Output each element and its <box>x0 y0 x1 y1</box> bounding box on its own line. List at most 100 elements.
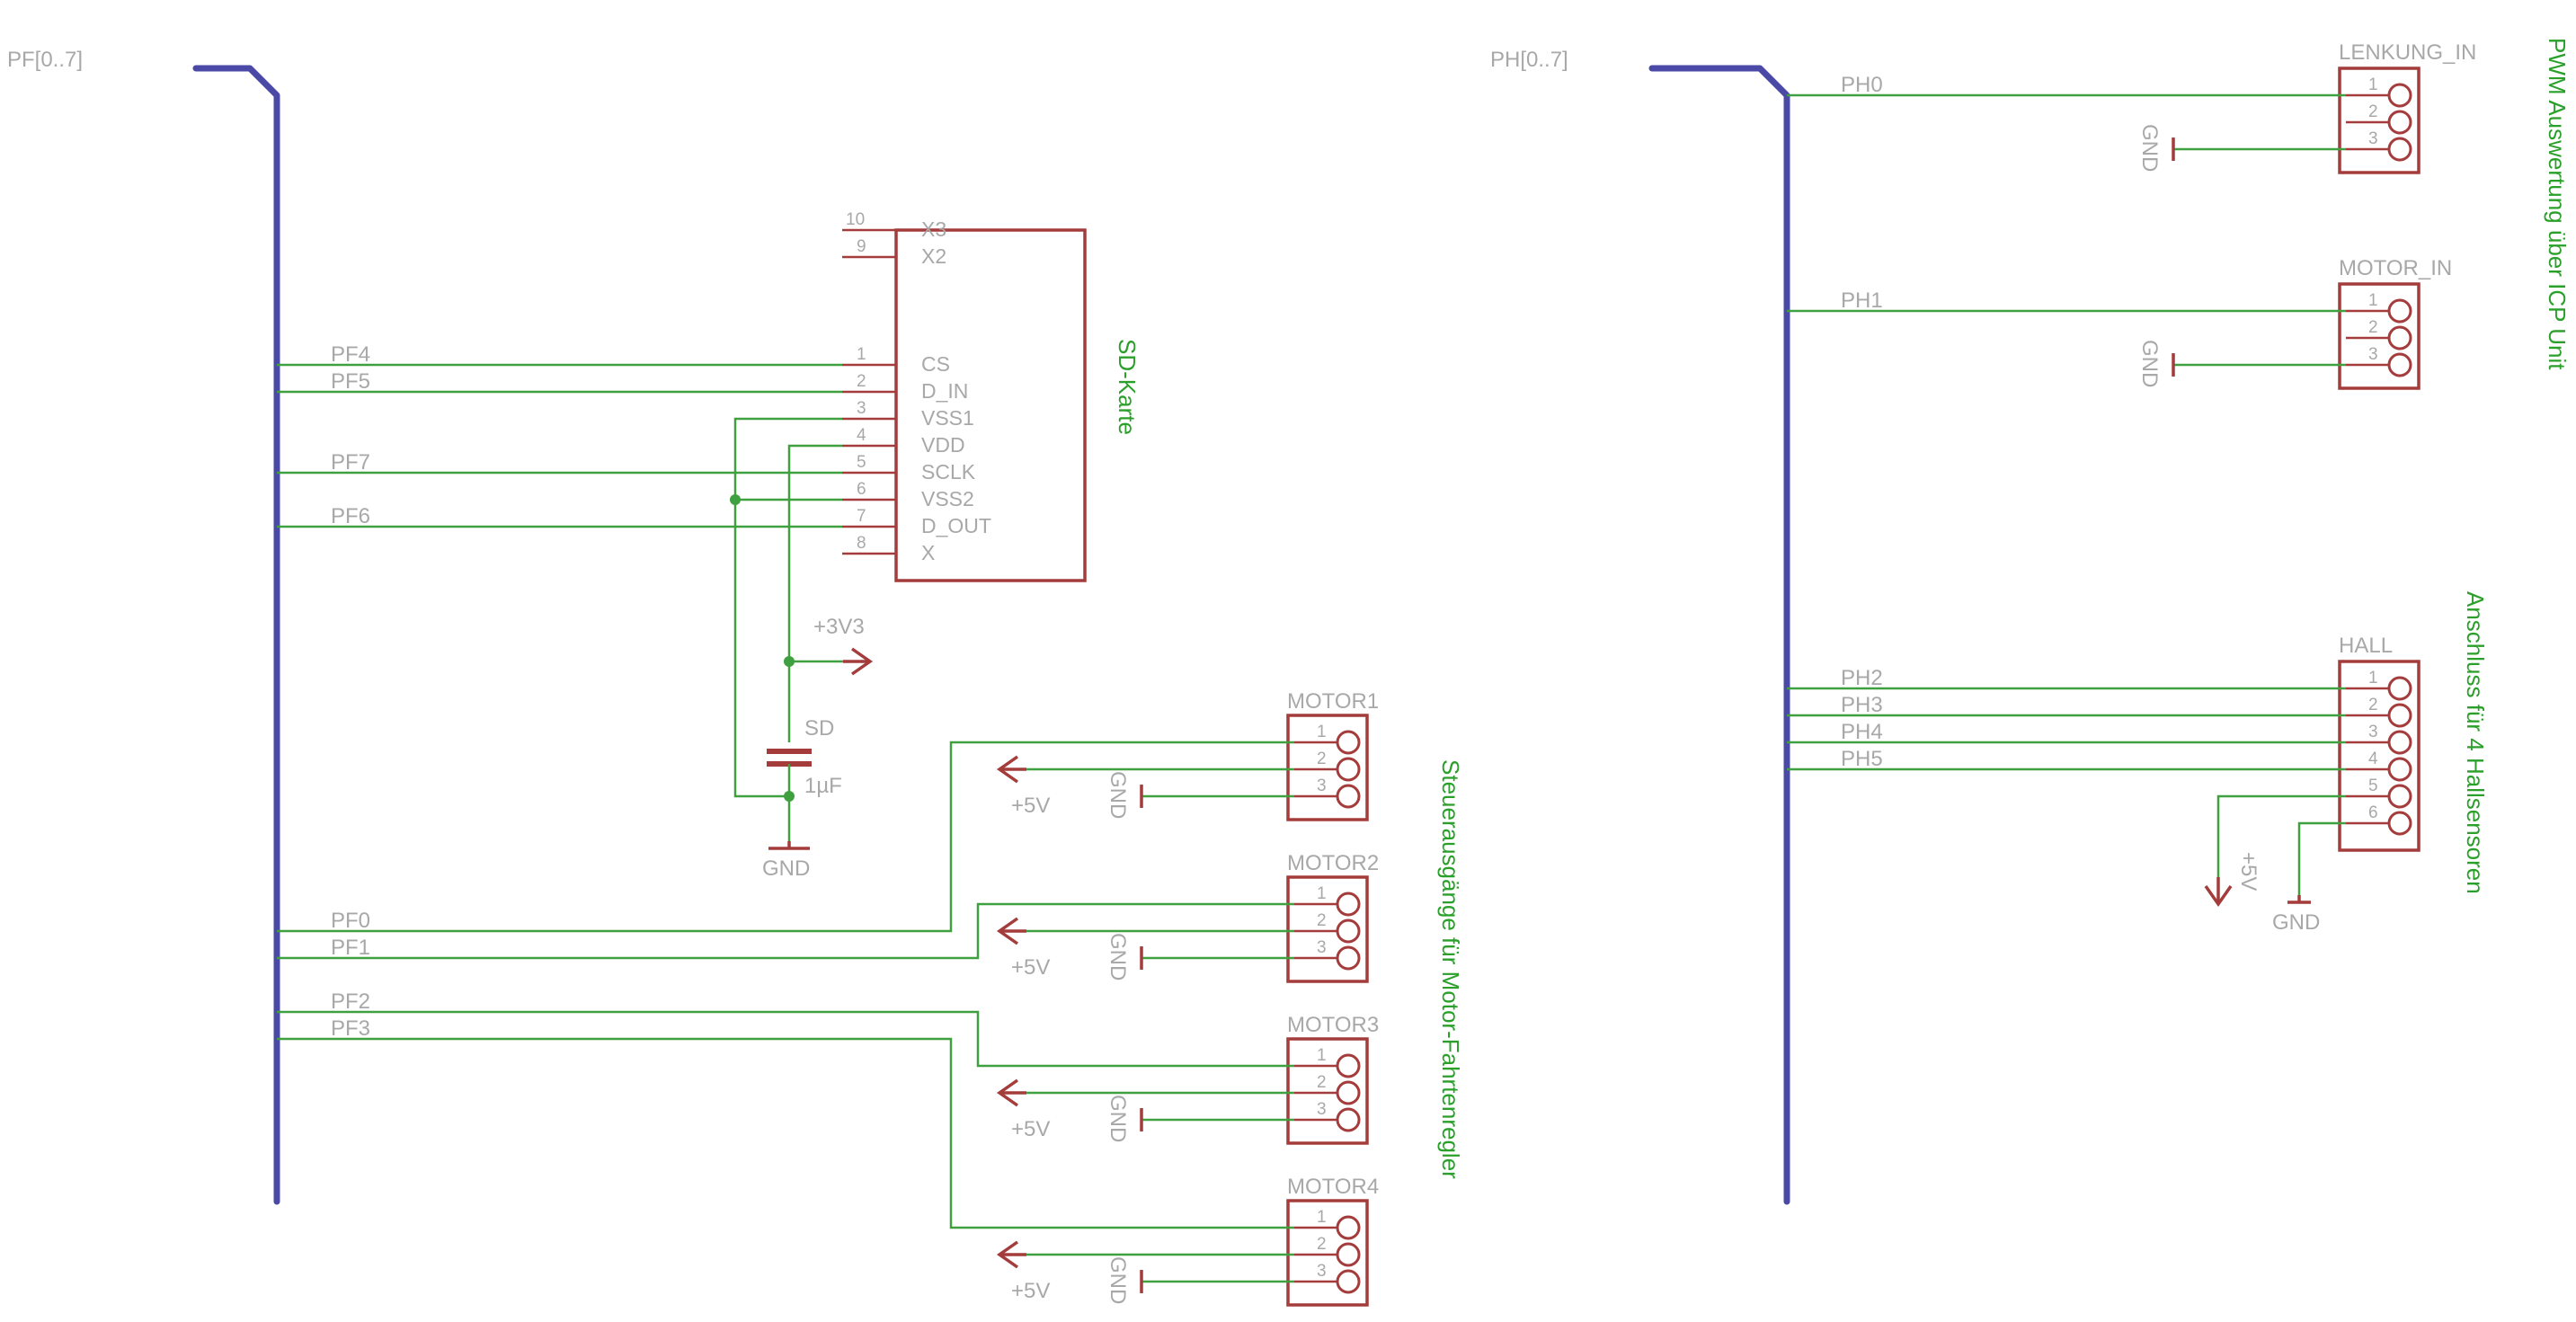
motor-in-connector: MOTOR_IN 1 2 3 PH1 GND <box>1787 256 2452 390</box>
v5-arrow-icon <box>996 1240 1019 1269</box>
pin-number: 2 <box>1317 911 1327 930</box>
pin-number: 3 <box>2368 723 2378 741</box>
sd-pin: 3 VSS1 <box>842 399 974 430</box>
sd-card: SD-Karte 10 X3 9 X2 1 CS 2 D_IN 3 VSS1 <box>277 210 1141 881</box>
gnd-label: GND <box>2137 124 2162 172</box>
pin-number: 2 <box>2368 318 2378 337</box>
vss1-wire <box>733 417 842 798</box>
bus-ph-line <box>1648 65 1790 1205</box>
sd-pin-number: 9 <box>857 237 866 256</box>
gnd-label: GND <box>1106 1256 1130 1304</box>
pwm-description: PWM Auswertung über ICP Unit <box>2544 38 2571 370</box>
gnd-label: GND <box>2272 910 2320 935</box>
sd-pin: 5 SCLK <box>842 453 976 484</box>
v5-arrow-icon <box>996 1078 1019 1107</box>
motor2-connector: MOTOR2 1 2 3 PF1 +5V GND <box>277 851 1379 983</box>
gnd-label: GND <box>1106 933 1130 980</box>
sd-pin: 1 CS <box>842 345 950 376</box>
lenkung-in-connector: LENKUNG_IN 1 2 3 PH0 GND <box>1787 40 2476 174</box>
motor-signal-wire <box>277 1037 1294 1229</box>
sd-pin: 9 X2 <box>842 237 946 268</box>
gnd-symbol: GND <box>762 841 810 881</box>
v5-wire <box>2216 794 2346 877</box>
net-label: PH0 <box>1841 73 1883 97</box>
pin-number: 5 <box>2368 776 2378 795</box>
gnd-label: GND <box>2137 340 2162 387</box>
v5-arrow-icon <box>996 755 1019 784</box>
v5-arrow-icon <box>996 917 1019 945</box>
net-label: PH2 <box>1841 666 1883 690</box>
pin-number: 2 <box>2368 102 2378 121</box>
motor4-connector: MOTOR4 1 2 3 PF3 +5V GND <box>277 1016 1379 1307</box>
sd-card-description: SD-Karte <box>1114 339 1141 435</box>
pin-number: 4 <box>2368 750 2378 768</box>
net-label: PF4 <box>331 342 370 367</box>
motor-name: MOTOR3 <box>1287 1013 1379 1037</box>
junction-dot <box>730 494 741 505</box>
bus-ph-label: PH[0..7] <box>1490 48 1568 72</box>
pin-number: 1 <box>1317 723 1327 741</box>
connector-name: LENKUNG_IN <box>2339 40 2476 65</box>
connector-name: HALL <box>2339 634 2393 658</box>
capacitor-sd: SD 1µF <box>767 716 842 841</box>
sd-pin-name: VDD <box>921 433 965 457</box>
pin-number: 2 <box>1317 1235 1327 1254</box>
sd-pin: 4 VDD <box>842 426 965 457</box>
net-label: PF7 <box>331 450 370 475</box>
motor3-connector: MOTOR3 1 2 3 PF2 +5V GND <box>277 989 1379 1145</box>
motor-signal-wire <box>277 741 1294 933</box>
v5-label: +5V <box>1011 1279 1050 1303</box>
sd-pin-number: 4 <box>857 426 866 445</box>
hall-connector: HALL 1 2 3 4 5 6 PH2 PH3 PH4 PH5 +5V <box>1787 634 2421 935</box>
pin-number: 1 <box>2368 669 2378 688</box>
pin-number: 2 <box>1317 750 1327 768</box>
pin-number: 3 <box>1317 938 1327 957</box>
net-label: PH3 <box>1841 693 1883 717</box>
v33-arrow-icon <box>850 647 874 676</box>
sd-pin-name: CS <box>921 352 950 376</box>
sd-pin-number: 10 <box>846 210 865 229</box>
sd-pin-name: X2 <box>921 244 946 268</box>
net-label: PH5 <box>1841 747 1883 771</box>
sd-card-body <box>894 228 1087 582</box>
pin-number: 1 <box>2368 291 2378 310</box>
v5-arrow-icon <box>2204 884 2233 908</box>
motor-name: MOTOR2 <box>1287 851 1379 875</box>
sd-pin-name: VSS2 <box>921 487 974 510</box>
sd-pin-name: D_OUT <box>921 514 991 537</box>
sd-pin-name: D_IN <box>921 379 968 403</box>
motor-name: MOTOR1 <box>1287 689 1379 714</box>
net-label: PF3 <box>331 1016 370 1041</box>
sd-pin-number: 8 <box>857 534 866 553</box>
connector-name: MOTOR_IN <box>2339 256 2452 280</box>
junction-dot <box>784 791 795 802</box>
motor1-connector: MOTOR1 1 2 3 PF0 +5V GND <box>277 689 1379 933</box>
pin-number: 2 <box>2368 696 2378 714</box>
net-label: PF0 <box>331 909 370 933</box>
motor-signal-wire <box>277 1010 1294 1068</box>
v5-label: +5V <box>1011 955 1050 980</box>
sd-pin-number: 7 <box>857 507 866 526</box>
pin-number: 3 <box>2368 129 2378 148</box>
sd-pin-number: 5 <box>857 453 866 472</box>
sd-pin-name: X <box>921 541 935 564</box>
pin-number: 6 <box>2368 803 2378 822</box>
capacitor-name: SD <box>804 716 834 741</box>
pin-number: 1 <box>1317 1046 1327 1065</box>
bus-pf-label: PF[0..7] <box>7 48 83 72</box>
sd-pin-name: SCLK <box>921 460 976 484</box>
pin-number: 3 <box>1317 1100 1327 1119</box>
net-label: PH4 <box>1841 720 1883 744</box>
sd-pin: 6 VSS2 <box>842 480 974 510</box>
sd-pin-number: 2 <box>857 372 866 391</box>
motor-signal-wire <box>277 902 1294 960</box>
sd-pin: 7 D_OUT <box>842 507 991 537</box>
pin-number: 3 <box>2368 345 2378 364</box>
pin-number: 1 <box>2368 75 2378 94</box>
capacitor-value: 1µF <box>804 774 842 798</box>
pin-number: 3 <box>1317 776 1327 795</box>
motor-name: MOTOR4 <box>1287 1175 1379 1199</box>
net-label: PH1 <box>1841 288 1883 313</box>
sd-pin-number: 6 <box>857 480 866 499</box>
